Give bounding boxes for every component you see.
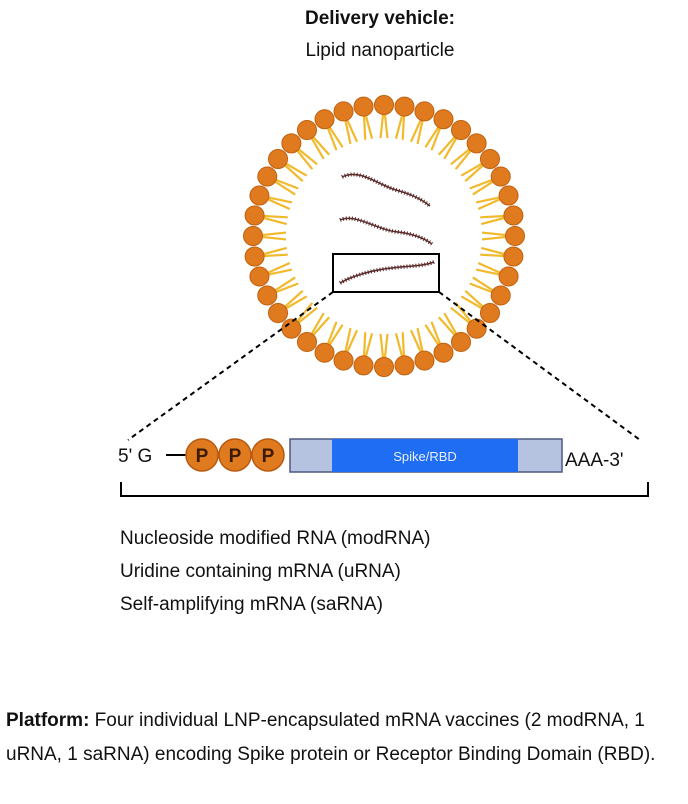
delivery-vehicle-subtitle: Lipid nanoparticle xyxy=(305,40,455,61)
lipid-head xyxy=(333,350,354,371)
lipid-head xyxy=(479,302,500,323)
lipid-head xyxy=(414,101,435,122)
zoom-line-left xyxy=(127,291,334,441)
lipid-head xyxy=(257,285,278,306)
lipid-head xyxy=(314,342,335,363)
lipid-head xyxy=(353,355,374,376)
lipid-head xyxy=(498,185,519,206)
lipid-head xyxy=(249,266,270,287)
platform-description: Platform: Four individual LNP-encapsulat… xyxy=(6,704,682,772)
lipid-head xyxy=(333,101,354,122)
mrna-strand xyxy=(341,172,432,208)
phosphate-circle xyxy=(185,438,219,472)
lipid-head xyxy=(503,205,524,226)
rna-type-list: Nucleoside modified RNA (modRNA) Uridine… xyxy=(120,522,430,621)
lipid-head xyxy=(433,342,454,363)
lipid-head xyxy=(450,331,471,352)
lipid-head xyxy=(281,318,302,339)
lipid-head xyxy=(490,285,511,306)
lipid-head xyxy=(394,355,415,376)
lipid-head xyxy=(281,133,302,154)
lipid-head xyxy=(490,166,511,187)
platform-label: Platform: xyxy=(6,710,90,731)
mrna-strand xyxy=(341,173,431,207)
lipid-head xyxy=(314,109,335,130)
mrna-strands xyxy=(338,172,435,285)
lipid-head xyxy=(297,331,318,352)
lipid-head xyxy=(394,96,415,117)
lipid-head xyxy=(249,185,270,206)
lipid-head xyxy=(268,149,289,170)
lipid-head xyxy=(466,133,487,154)
lipid-head xyxy=(297,120,318,141)
phosphate-circle xyxy=(218,438,252,472)
delivery-vehicle-title: Delivery vehicle: xyxy=(305,8,455,29)
three-prime-label: AAA-3' xyxy=(565,450,624,471)
lipid-head xyxy=(433,109,454,130)
lipid-head xyxy=(503,246,524,267)
lipid-head xyxy=(505,226,525,246)
lipid-head xyxy=(268,302,289,323)
lipid-head xyxy=(414,350,435,371)
mrna-strand xyxy=(339,216,434,246)
construct-bracket xyxy=(120,482,649,497)
lipid-head xyxy=(466,318,487,339)
rna-type-item: Nucleoside modified RNA (modRNA) xyxy=(120,528,431,549)
rna-type-item: Self-amplifying mRNA (saRNA) xyxy=(120,594,383,615)
coding-label: Spike/RBD xyxy=(393,449,457,464)
lipid-head xyxy=(243,226,263,246)
phosphate-label: P xyxy=(229,446,242,467)
phosphate-label: P xyxy=(262,446,275,467)
lipid-head xyxy=(450,120,471,141)
phosphate-label: P xyxy=(196,446,209,467)
lipid-head xyxy=(479,149,500,170)
lipid-head xyxy=(257,166,278,187)
lipid-head xyxy=(353,96,374,117)
phosphate-circle xyxy=(251,438,285,472)
lipid-head xyxy=(498,266,519,287)
lipid-head xyxy=(374,95,394,115)
platform-text: Four individual LNP-encapsulated mRNA va… xyxy=(6,710,656,765)
highlight-box xyxy=(332,253,440,293)
five-prime-label: 5' G xyxy=(118,446,152,467)
zoom-line-right xyxy=(438,291,641,441)
rna-type-item: Uridine containing mRNA (uRNA) xyxy=(120,561,401,582)
lipid-head xyxy=(244,205,265,226)
lipid-head xyxy=(244,246,265,267)
mrna-strand xyxy=(339,217,433,245)
coding-region xyxy=(332,439,518,472)
phosphate-group: P P P xyxy=(185,438,285,472)
lipid-head xyxy=(374,357,394,377)
lipid-bilayer xyxy=(243,95,525,377)
mrna-strand xyxy=(339,261,435,284)
